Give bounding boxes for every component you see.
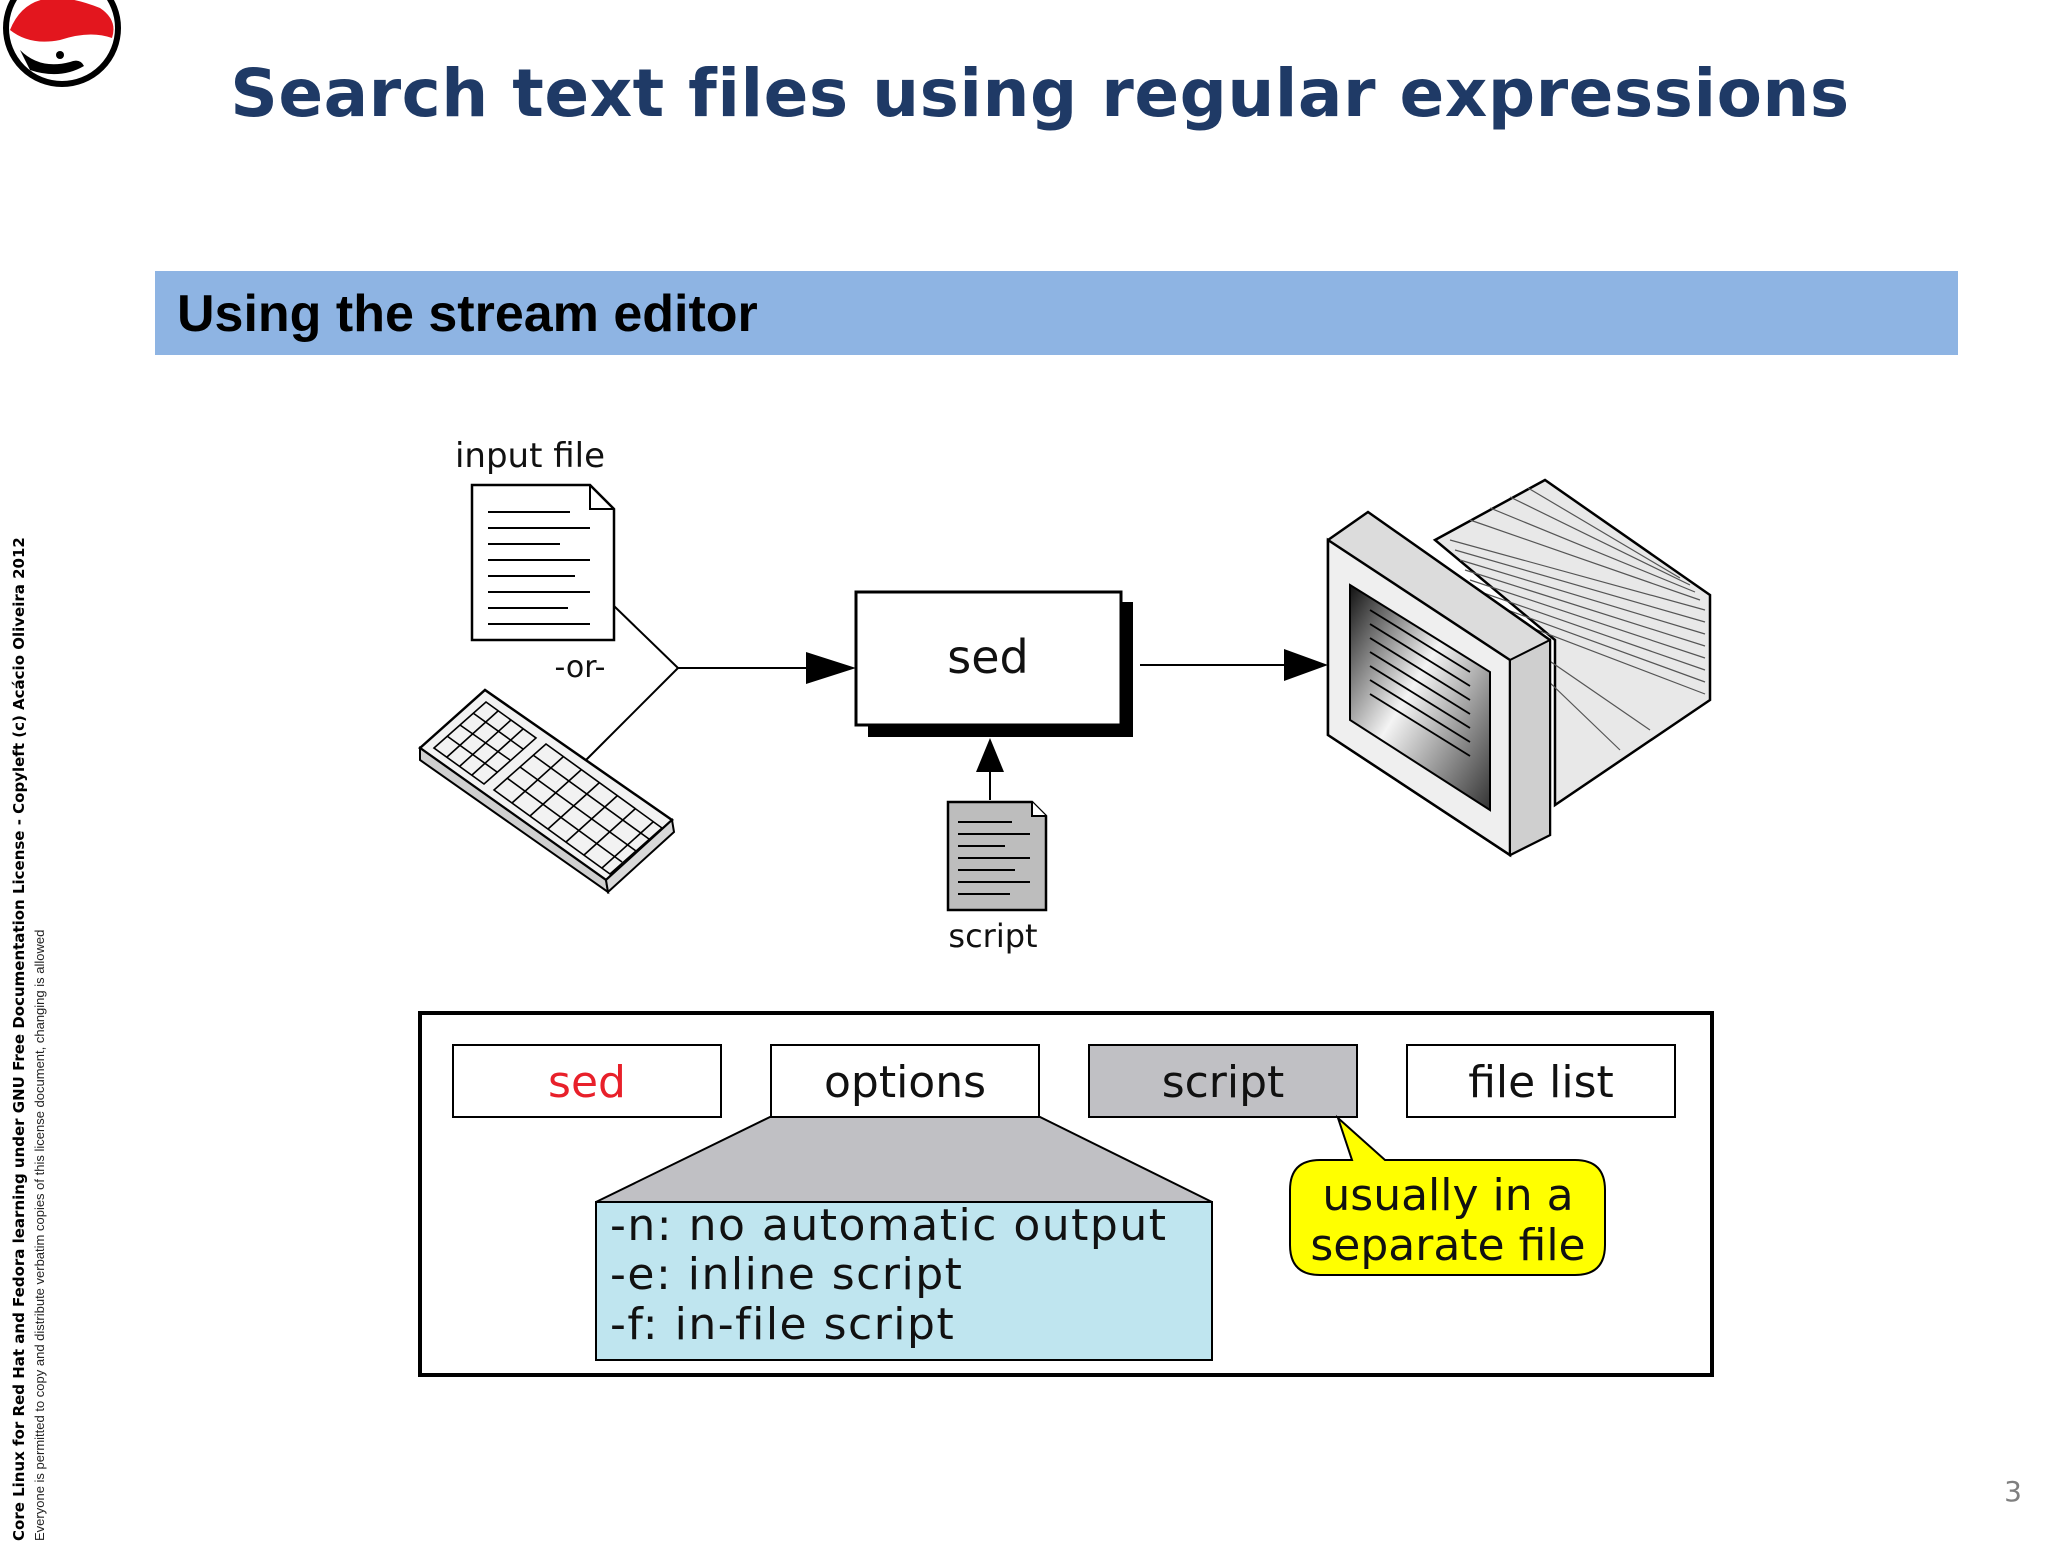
callout-line-1: usually in a [1322, 1170, 1573, 1221]
syntax-file-list-label: file list [1468, 1057, 1614, 1108]
syntax-sed-box [452, 1044, 722, 1118]
script-label: script [948, 917, 1037, 955]
option-f-text: -f: in-file script [610, 1299, 955, 1350]
arrow-to-sed-icon [806, 652, 856, 684]
arrow-script-to-sed-icon [976, 738, 1004, 772]
syntax-options-label: options [824, 1057, 986, 1108]
section-title: Using the stream editor [177, 285, 758, 343]
script-file-icon [946, 800, 1048, 912]
syntax-sed-label: sed [548, 1057, 626, 1108]
syntax-script-label: script [1162, 1057, 1285, 1108]
redhat-logo-icon [3, 0, 121, 87]
syntax-file-list-box [1406, 1044, 1676, 1118]
syntax-options-box [770, 1044, 1040, 1118]
option-e-text: -e: inline script [610, 1249, 963, 1300]
callout-line-2: separate file [1310, 1220, 1585, 1271]
option-n-text: -n: no automatic output [610, 1200, 1168, 1251]
sed-box-label: sed [947, 630, 1028, 684]
input-file-label: input file [455, 436, 605, 476]
or-label: -or- [555, 650, 606, 685]
sed-box: sed [854, 590, 1133, 737]
syntax-script-box [1088, 1044, 1358, 1118]
keyboard-icon [417, 688, 676, 895]
monitor-icon [1326, 478, 1712, 858]
options-detail-box [595, 1201, 1213, 1361]
slide-title: Search text files using regular expressi… [230, 55, 1850, 132]
input-file-icon [470, 483, 616, 642]
callout-bubble [1289, 1114, 1606, 1276]
page-number: 3 [2004, 1475, 2022, 1508]
section-header: Using the stream editor [155, 271, 1958, 355]
arrow-to-monitor-icon [1284, 649, 1328, 681]
